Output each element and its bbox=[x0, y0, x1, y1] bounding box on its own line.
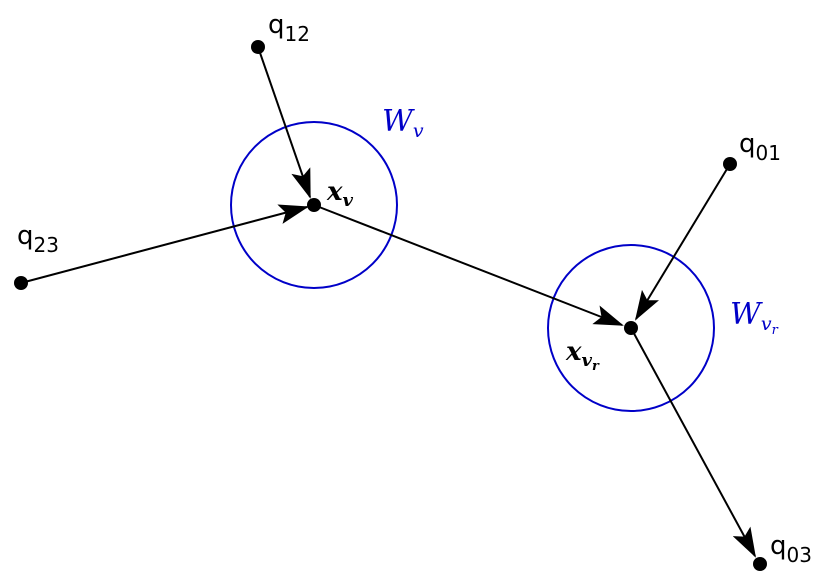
label-wv: Wv bbox=[382, 104, 424, 142]
label-xv: xv bbox=[326, 177, 354, 211]
label-wvr: Wvr bbox=[730, 297, 779, 338]
arrow-xv-to-xvr bbox=[313, 204, 624, 326]
label-xvr: xvr bbox=[565, 337, 600, 374]
arrow-q12-to-xv bbox=[257, 46, 311, 199]
point-xvr bbox=[624, 321, 638, 335]
label-q12: q12 bbox=[268, 10, 310, 46]
arrow-xvr-to-q03 bbox=[630, 327, 756, 558]
window-circle-wvr bbox=[547, 244, 715, 412]
arrow-q01-to-xvr bbox=[634, 163, 731, 321]
point-q12 bbox=[251, 40, 265, 54]
point-q01 bbox=[723, 157, 737, 171]
label-q01: q01 bbox=[739, 129, 781, 165]
window-circle-wv bbox=[230, 121, 398, 289]
point-q03 bbox=[753, 557, 767, 571]
arrow-q23-to-xv bbox=[20, 204, 309, 284]
label-q23: q23 bbox=[17, 221, 59, 257]
label-q03: q03 bbox=[770, 531, 812, 567]
point-xv bbox=[307, 198, 321, 212]
point-q23 bbox=[14, 276, 28, 290]
